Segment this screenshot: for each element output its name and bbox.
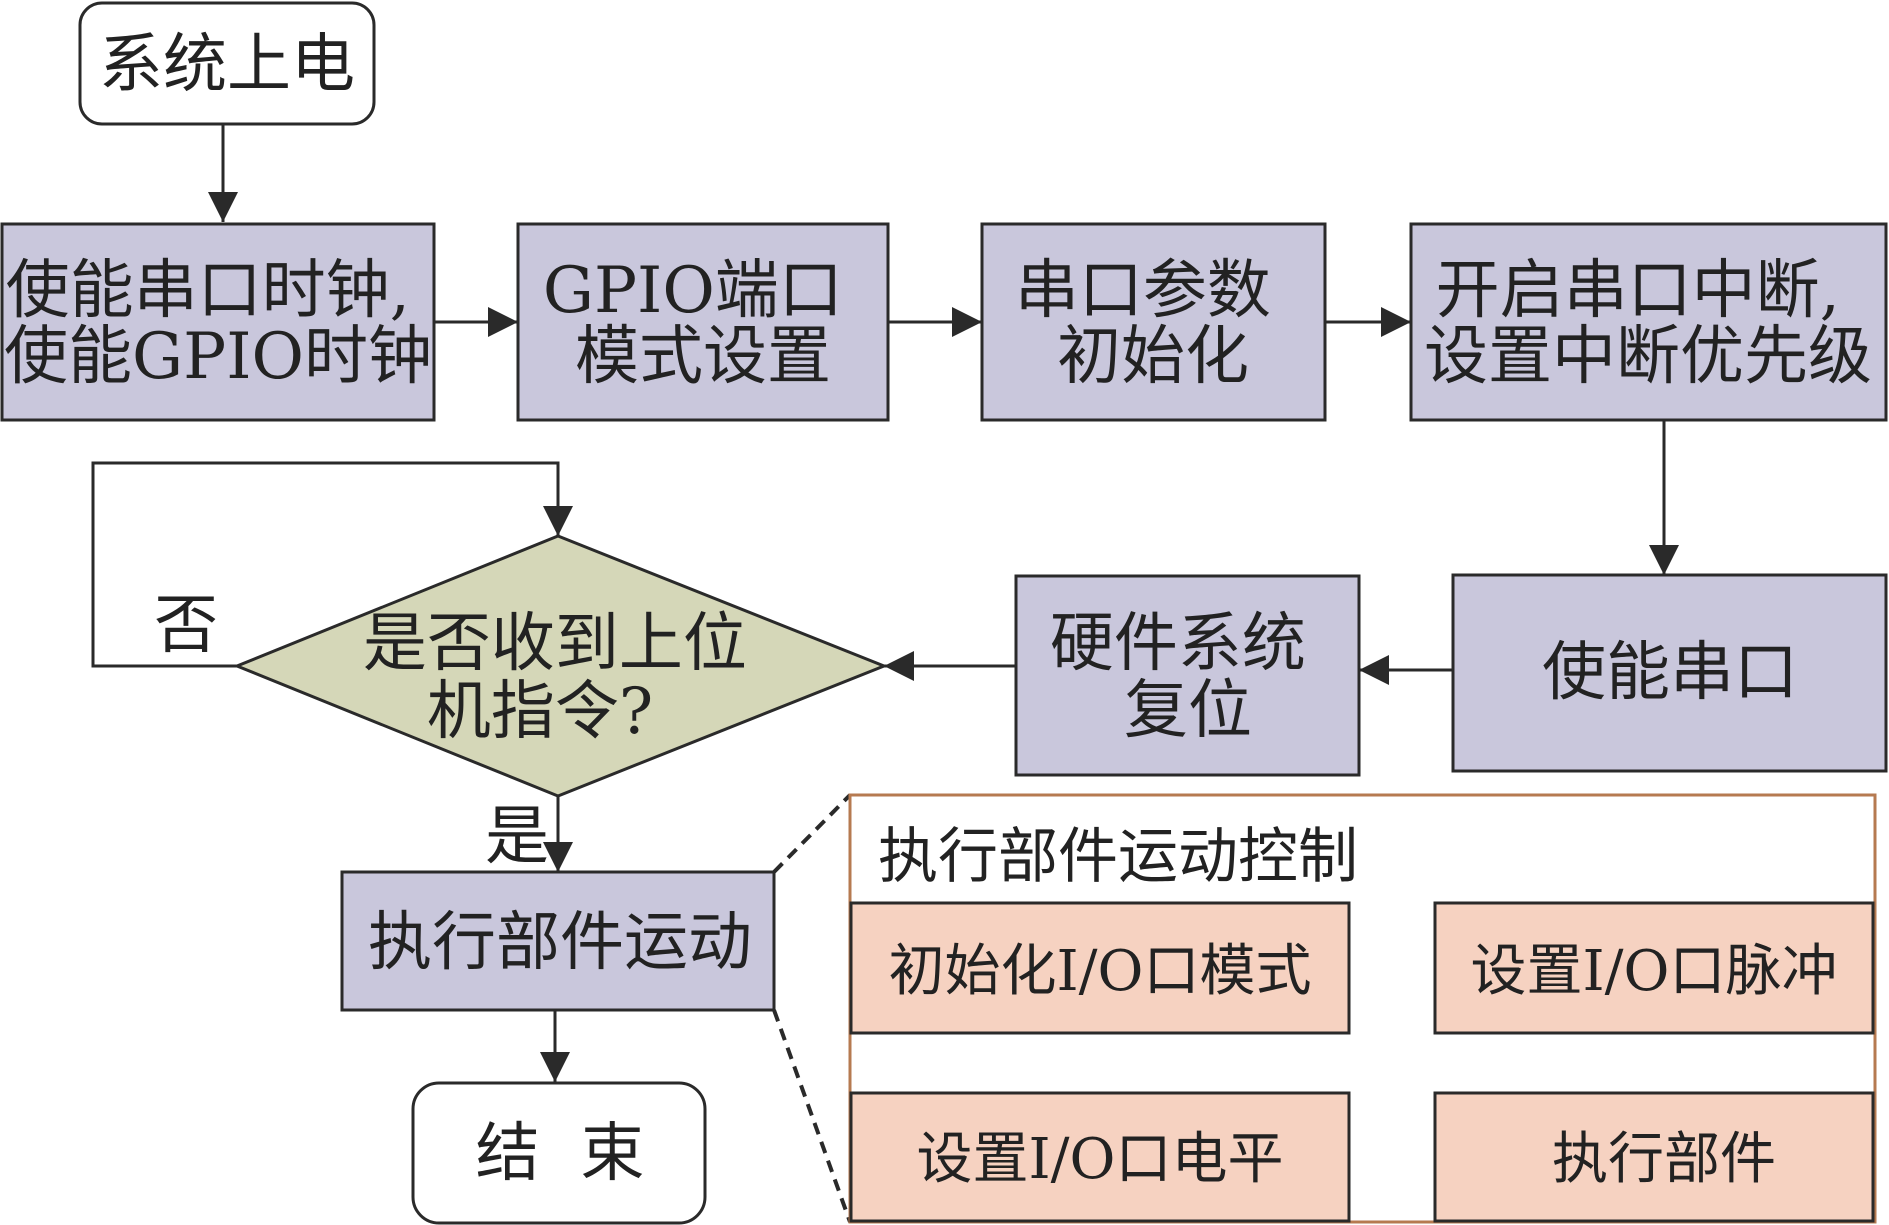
node-uart-param[interactable]: 串口参数 初始化 [980, 222, 1327, 422]
sub-node-set-level[interactable]: 设置I/O口电平 [849, 1091, 1351, 1223]
node-gpio[interactable]: GPIO端口 模式设置 [516, 222, 890, 422]
node-uart-param-line-1: 串口参数 [1015, 254, 1271, 328]
arrow-no-loop [91, 461, 573, 668]
node-actuate[interactable]: 执行部件运动 [340, 870, 776, 1012]
sub-node-init-io-label: 初始化I/O口模式 [889, 939, 1312, 1004]
callout-line-top [772, 793, 852, 874]
node-uart-param-line-2: 初始化 [1057, 320, 1249, 394]
node-reset-line-2: 复位 [1124, 674, 1252, 748]
sub-node-set-pulse[interactable]: 设置I/O口脉冲 [1433, 901, 1875, 1035]
branch-label-yes: 是 [485, 800, 549, 874]
node-decision[interactable]: 是否收到上位 机指令? [233, 534, 889, 798]
node-decision-label: 是否收到上位 机指令? [363, 607, 767, 749]
sub-node-init-io[interactable]: 初始化I/O口模式 [849, 901, 1351, 1035]
node-reset[interactable]: 硬件系统 复位 [1014, 574, 1361, 777]
node-clock[interactable]: 使能串口时钟, 使能GPIO时钟 [0, 222, 436, 422]
node-actuate-label: 执行部件运动 [368, 906, 752, 980]
node-start[interactable]: 系统上电 [78, 1, 376, 126]
node-interrupt[interactable]: 开启串口中断, 设置中断优先级 [1409, 222, 1888, 422]
node-decision-line-1: 是否收到上位 [363, 607, 747, 681]
node-reset-label: 硬件系统 复位 [1050, 607, 1326, 748]
node-enable-uart[interactable]: 使能串口 [1451, 573, 1888, 773]
node-enable-uart-label: 使能串口 [1542, 636, 1798, 710]
node-clock-line-1: 使能串口时钟, [6, 254, 410, 328]
branch-label-no: 否 [154, 589, 218, 663]
node-end[interactable]: 结 束 [411, 1081, 707, 1225]
node-end-label: 结 束 [476, 1117, 645, 1191]
node-clock-line-2: 使能GPIO时钟 [4, 320, 432, 394]
node-interrupt-label: 开启串口中断, 设置中断优先级 [1424, 254, 1872, 394]
node-reset-line-1: 硬件系统 [1050, 607, 1306, 681]
node-decision-line-2: 机指令? [427, 675, 653, 749]
callout-line-bottom [772, 1009, 852, 1223]
node-gpio-line-2: 模式设置 [575, 320, 831, 394]
callout-lines [772, 793, 852, 1223]
node-gpio-line-1: GPIO端口 [543, 254, 843, 328]
sub-node-execute-label: 执行部件 [1552, 1127, 1776, 1192]
sub-node-set-level-label: 设置I/O口电平 [917, 1127, 1284, 1192]
sub-node-execute[interactable]: 执行部件 [1433, 1091, 1875, 1223]
node-uart-param-label: 串口参数 初始化 [1015, 254, 1291, 394]
node-interrupt-line-1: 开启串口中断, [1436, 254, 1840, 328]
node-clock-label: 使能串口时钟, 使能GPIO时钟 [4, 254, 432, 394]
node-gpio-label: GPIO端口 模式设置 [543, 254, 863, 394]
node-start-label: 系统上电 [99, 28, 355, 102]
subprocess-title: 执行部件运动控制 [878, 822, 1358, 892]
node-interrupt-line-2: 设置中断优先级 [1424, 320, 1872, 394]
sub-node-set-pulse-label: 设置I/O口脉冲 [1471, 939, 1838, 1004]
